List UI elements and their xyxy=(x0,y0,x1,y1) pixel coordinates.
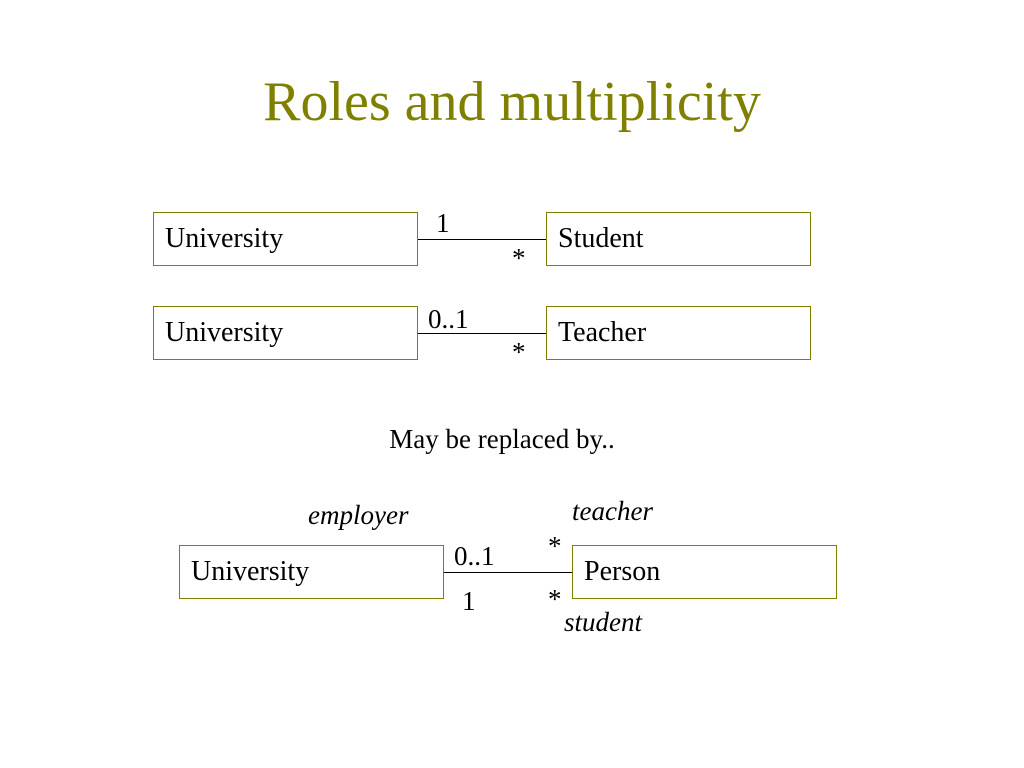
class-box-person: Person xyxy=(572,545,837,599)
class-name: Teacher xyxy=(558,317,647,348)
class-box-university-1: University xyxy=(153,212,418,266)
slide-title: Roles and multiplicity xyxy=(263,71,761,133)
class-name: Person xyxy=(584,556,661,587)
class-name: University xyxy=(165,317,284,348)
class-name: Student xyxy=(558,223,644,254)
association-line-2 xyxy=(418,333,546,334)
multiplicity-label: * xyxy=(548,531,562,561)
multiplicity-label: * xyxy=(512,337,526,367)
role-label-student: student xyxy=(564,607,642,637)
class-box-university-3: University xyxy=(179,545,444,599)
class-box-teacher: Teacher xyxy=(546,306,811,360)
class-box-university-2: University xyxy=(153,306,418,360)
role-label-employer: employer xyxy=(308,500,409,530)
association-line-3 xyxy=(444,572,572,573)
class-box-student: Student xyxy=(546,212,811,266)
multiplicity-label: * xyxy=(512,243,526,273)
multiplicity-label: 0..1 xyxy=(454,541,495,571)
multiplicity-label: 1 xyxy=(462,586,476,616)
note-text: May be replaced by.. xyxy=(389,424,615,454)
class-name: University xyxy=(191,556,310,587)
multiplicity-label: * xyxy=(548,584,562,614)
multiplicity-label: 0..1 xyxy=(428,304,469,334)
class-name: University xyxy=(165,223,284,254)
role-label-teacher: teacher xyxy=(572,496,653,526)
multiplicity-label: 1 xyxy=(436,208,450,238)
association-line-1 xyxy=(418,239,546,240)
